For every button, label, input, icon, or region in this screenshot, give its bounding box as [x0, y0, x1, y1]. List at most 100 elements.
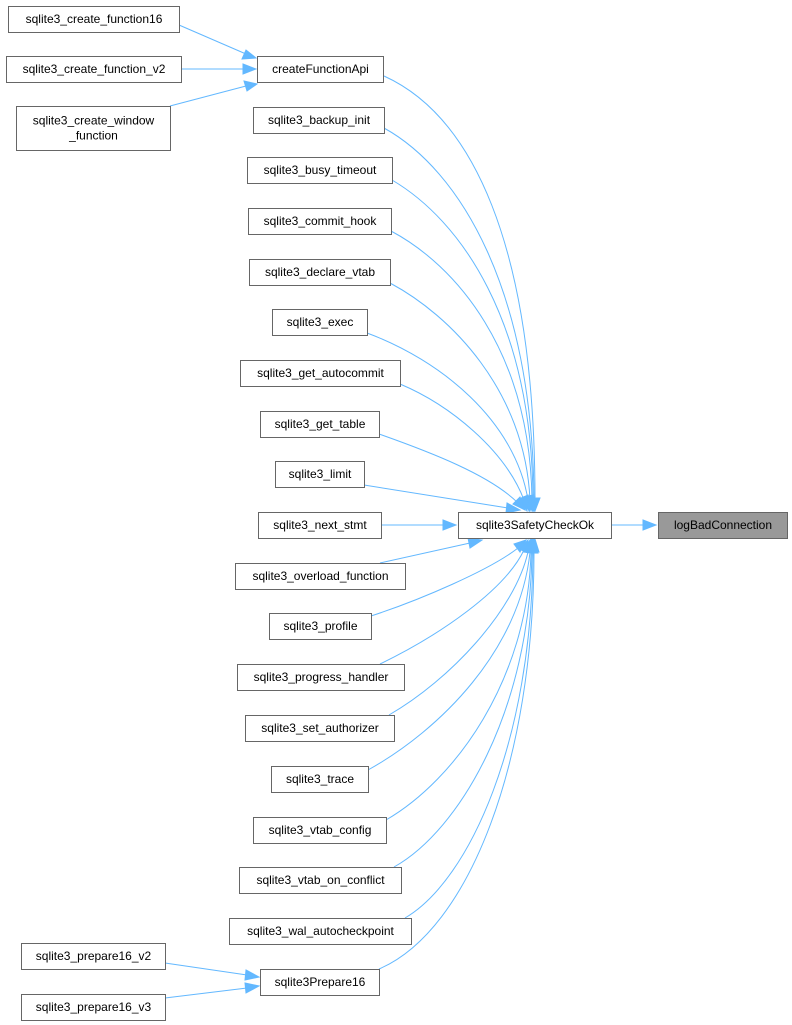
node-label: sqlite3_declare_vtab	[265, 265, 375, 279]
node-label: sqlite3_vtab_on_conflict	[256, 873, 385, 887]
node-box	[272, 309, 368, 336]
node-box	[6, 56, 182, 83]
node-sqlite3-progress-handler[interactable]: sqlite3_progress_handler	[237, 664, 405, 691]
node-sqlite3-create-window-function[interactable]: sqlite3_create_window_function	[16, 106, 171, 151]
edge-line	[378, 433, 519, 504]
node-sqlite3-declare-vtab[interactable]: sqlite3_declare_vtab	[249, 259, 391, 286]
edge-line	[363, 484, 509, 509]
node-sqlite3-get-autocommit[interactable]: sqlite3_get_autocommit	[240, 360, 401, 387]
edge-line	[379, 542, 471, 564]
node-sqlite3-busy-timeout[interactable]: sqlite3_busy_timeout	[247, 157, 393, 184]
edge-sqlite3-set-authorizer-to-sqlite3-safety-check-ok	[388, 538, 534, 716]
node-sqlite3-prepare16-v2[interactable]: sqlite3_prepare16_v2	[21, 943, 166, 970]
edge-line	[388, 551, 529, 716]
edge-line	[393, 551, 533, 868]
edge-sqlite3-backup-init-to-sqlite3-safety-check-ok	[383, 127, 540, 513]
edge-sqlite3-create-function16-to-create-function-api	[178, 24, 258, 60]
edge-arrowhead	[505, 502, 522, 514]
node-box	[269, 613, 372, 640]
node-box	[260, 411, 380, 438]
node-label: sqlite3_create_window	[33, 114, 155, 128]
node-label: _function	[68, 129, 118, 143]
node-box	[239, 867, 402, 894]
edges	[164, 24, 658, 999]
node-box	[271, 766, 369, 793]
node-box	[249, 259, 391, 286]
node-label: sqlite3_commit_hook	[264, 214, 378, 228]
node-box	[16, 106, 171, 151]
edge-arrowhead	[512, 496, 526, 512]
edge-line	[169, 85, 247, 107]
node-box	[247, 157, 393, 184]
edge-sqlite3-limit-to-sqlite3-safety-check-ok	[363, 484, 522, 514]
node-log-bad-connection[interactable]: logBadConnection	[658, 512, 788, 539]
edge-arrowhead	[442, 519, 458, 531]
edge-line	[164, 962, 248, 976]
node-sqlite3-wal-autocheckpoint[interactable]: sqlite3_wal_autocheckpoint	[229, 918, 412, 945]
edge-sqlite3-prepare16-to-sqlite3-safety-check-ok	[378, 537, 540, 970]
node-sqlite3-create-function16[interactable]: sqlite3_create_function16	[8, 6, 180, 33]
node-box	[245, 715, 395, 742]
edge-sqlite3-get-table-to-sqlite3-safety-check-ok	[378, 433, 526, 512]
edge-sqlite3-vtab-config-to-sqlite3-safety-check-ok	[385, 537, 537, 821]
node-box	[248, 208, 392, 235]
node-sqlite3-profile[interactable]: sqlite3_profile	[269, 613, 372, 640]
edge-sqlite3-get-autocommit-to-sqlite3-safety-check-ok	[399, 383, 529, 513]
node-sqlite3-set-authorizer[interactable]: sqlite3_set_authorizer	[245, 715, 395, 742]
node-sqlite3-get-table[interactable]: sqlite3_get_table	[260, 411, 380, 438]
edge-line	[383, 75, 536, 501]
node-label: logBadConnection	[674, 518, 772, 532]
node-label: sqlite3_next_stmt	[273, 518, 367, 532]
node-sqlite3-limit[interactable]: sqlite3_limit	[275, 461, 365, 488]
node-create-function-api[interactable]: createFunctionApi	[257, 56, 384, 83]
node-sqlite3-trace[interactable]: sqlite3_trace	[271, 766, 369, 793]
node-box	[275, 461, 365, 488]
edge-sqlite3-exec-to-sqlite3-safety-check-ok	[366, 332, 534, 513]
node-box	[253, 817, 387, 844]
node-label: sqlite3_profile	[283, 619, 357, 633]
edge-line	[390, 230, 533, 501]
node-sqlite3-exec[interactable]: sqlite3_exec	[272, 309, 368, 336]
node-sqlite3-prepare16[interactable]: sqlite3Prepare16	[260, 969, 380, 996]
edge-sqlite3-declare-vtab-to-sqlite3-safety-check-ok	[389, 282, 536, 513]
edge-arrowhead	[241, 49, 258, 60]
edge-line	[383, 127, 535, 501]
node-sqlite3-backup-init[interactable]: sqlite3_backup_init	[253, 107, 385, 134]
node-label: sqlite3_vtab_config	[269, 823, 372, 837]
node-label: sqlite3_prepare16_v3	[36, 1000, 152, 1014]
edge-line	[366, 332, 529, 501]
node-box	[21, 943, 166, 970]
edge-sqlite3-next-stmt-to-sqlite3-safety-check-ok	[381, 519, 458, 531]
edge-sqlite3-commit-hook-to-sqlite3-safety-check-ok	[390, 230, 538, 513]
node-label: sqlite3_trace	[286, 772, 354, 786]
node-sqlite3-vtab-on-conflict[interactable]: sqlite3_vtab_on_conflict	[239, 867, 402, 894]
node-sqlite3-vtab-config[interactable]: sqlite3_vtab_config	[253, 817, 387, 844]
node-sqlite3-overload-function[interactable]: sqlite3_overload_function	[235, 563, 406, 590]
node-label: sqlite3_limit	[289, 467, 352, 481]
nodes: logBadConnection sqlite3SafetyCheckOk crea…	[6, 6, 788, 1021]
node-label: createFunctionApi	[272, 62, 369, 76]
node-box	[229, 918, 412, 945]
node-label: sqlite3_get_table	[275, 417, 366, 431]
node-sqlite3-next-stmt[interactable]: sqlite3_next_stmt	[258, 512, 382, 539]
node-sqlite3-prepare16-v3[interactable]: sqlite3_prepare16_v3	[21, 994, 166, 1021]
node-label: sqlite3_set_authorizer	[261, 721, 378, 735]
node-label: sqlite3_progress_handler	[254, 670, 389, 684]
node-box	[8, 6, 180, 33]
edge-line	[399, 383, 525, 501]
node-box	[237, 664, 405, 691]
edge-sqlite3-prepare16-v2-to-sqlite3-prepare16	[164, 962, 261, 981]
node-box	[240, 360, 401, 387]
edge-arrowhead	[528, 537, 540, 553]
node-label: sqlite3_exec	[287, 315, 354, 329]
node-label: sqlite3_busy_timeout	[264, 163, 377, 177]
node-sqlite3-create-function-v2[interactable]: sqlite3_create_function_v2	[6, 56, 182, 83]
edge-line	[379, 549, 525, 665]
node-label: sqlite3_create_function16	[26, 12, 163, 26]
node-box	[21, 994, 166, 1021]
node-sqlite3-commit-hook[interactable]: sqlite3_commit_hook	[248, 208, 392, 235]
node-sqlite3-safety-check-ok[interactable]: sqlite3SafetyCheckOk	[458, 512, 612, 539]
edge-sqlite3-create-window-function-to-create-function-api	[169, 80, 259, 107]
edge-arrowhead	[242, 63, 258, 75]
